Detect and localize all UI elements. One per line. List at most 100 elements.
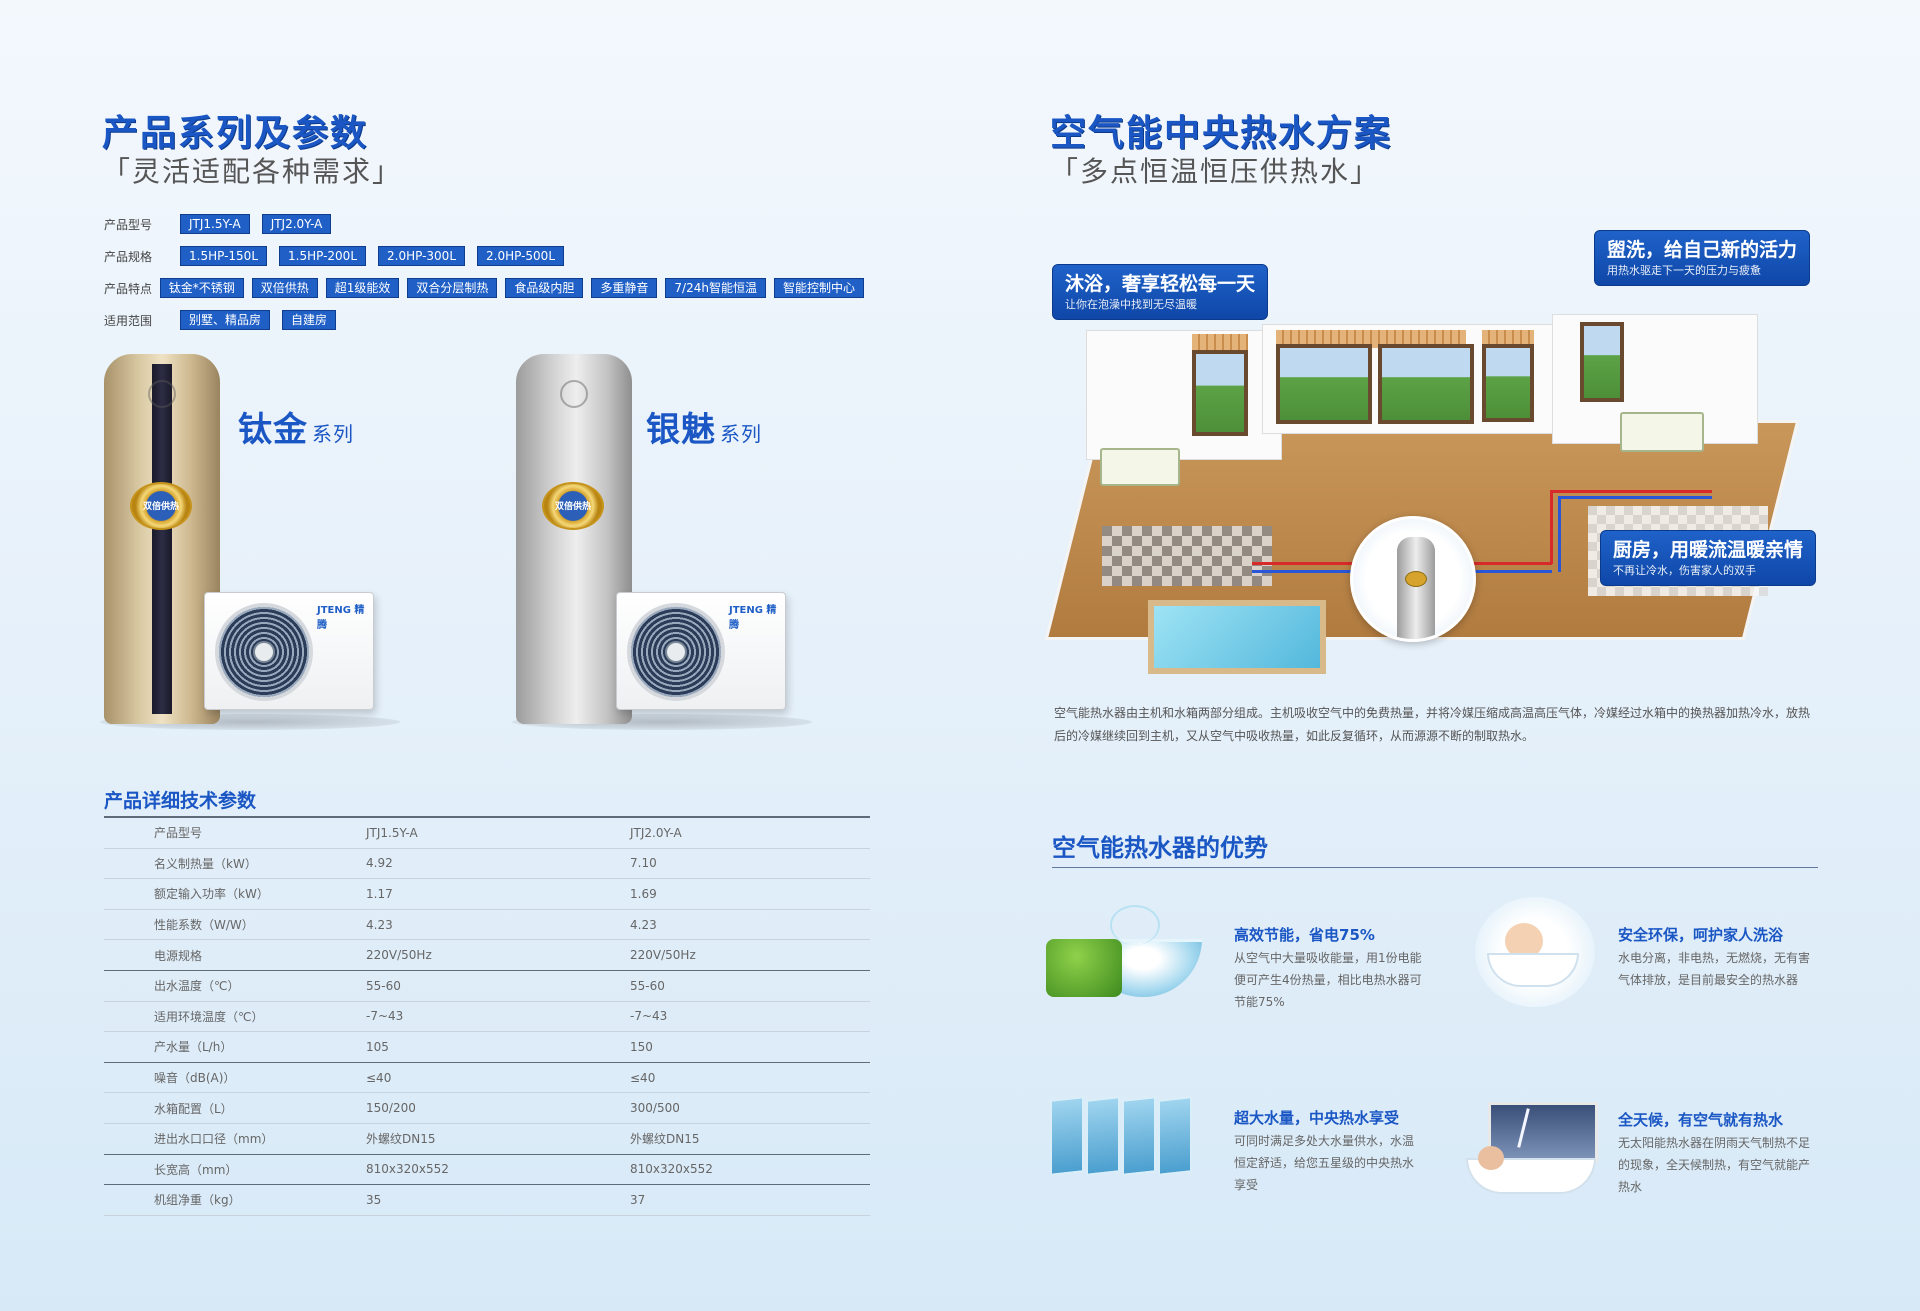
outdoor-brand-label: JTENG 精腾 [729,605,777,631]
callout-bath: 沐浴，奢享轻松每一天 让你在泡澡中找到无尽温暖 [1052,264,1268,320]
callout-title: 沐浴，奢享轻松每一天 [1065,273,1256,295]
table-value-cell: ≤40 [630,1070,656,1085]
right-page-subtitle: 「多点恒温恒压供热水」 [1050,155,1381,188]
callout-kitchen: 厨房，用暖流温暖亲情 不再让冷水，伤害家人的双手 [1600,530,1816,586]
table-param-cell: 出水温度（℃） [154,979,240,994]
series-name: 银魅 [646,410,716,450]
person [1478,1146,1504,1170]
photo-panel [1158,1096,1192,1176]
fence [1482,330,1534,348]
fence [1192,334,1248,352]
table-value-cell: 1.17 [366,886,393,901]
table-value-cell: 37 [630,1192,646,1207]
table-value-cell: 150 [630,1039,653,1054]
table-param-cell: 噪音（dB(A)） [154,1071,236,1086]
heater-zoom-circle [1350,516,1476,642]
advantage-text: 水电分离，非电热，无燃烧，无有害气体排放，是目前最安全的热水器 [1618,951,1811,987]
product-gold-series: 双倍供热 JTENG 精腾 钛金系列 [100,352,460,732]
photo-panel [1050,1096,1084,1176]
table-param-cell: 适用环境温度（℃） [154,1009,264,1024]
advantage-title: 安全环保，呵护家人洗浴 [1618,926,1784,944]
spec-chip: 钛金*不锈钢 [159,278,244,298]
spec-row-scope: 适用范围 别墅、精品房 自建房 [104,304,864,336]
advantage-text: 可同时满足多处大水量供水，水温恒定舒适，给您五星级的中央热水享受 [1234,1134,1415,1192]
table-param-cell: 产品型号 [154,826,203,841]
grass-block [1046,939,1122,997]
table-value-cell: JTJ2.0Y-A [630,825,682,840]
advantage-text: 从空气中大量吸收能量，用1份电能便可产生4份热量，相比电热水器可节能75% [1234,951,1422,1009]
shower-panels-image [1046,1096,1198,1178]
window [1580,322,1624,402]
pool [1148,600,1326,674]
product-silver-series: 双倍供热 JTENG 精腾 银魅系列 [512,352,872,732]
table-value-cell: 7.10 [630,856,657,871]
left-page-subtitle: 「灵活适配各种需求」 [102,155,403,188]
advantage-safety: 安全环保，呵护家人洗浴 水电分离，非电热，无燃烧，无有害气体排放，是目前最安全的… [1618,923,1820,991]
advantage-allweather: 全天候，有空气就有热水 无太阳能热水器在阴雨天气制热不足的现象，全天候制热，有空… [1618,1108,1818,1198]
table-value-cell: 55-60 [630,978,665,993]
advantage-title: 高效节能，省电75% [1234,926,1375,944]
table-row: 产品型号 JTJ1.5Y-A JTJ2.0Y-A [104,818,870,849]
table-value-cell: 55-60 [366,978,401,993]
outdoor-brand-label: JTENG 精腾 [317,605,365,631]
left-page-title: 产品系列及参数 [102,113,369,154]
spec-label: 产品规格 [104,249,153,264]
badge-icon [1405,571,1427,587]
table-value-cell: 1.69 [630,886,657,901]
table-value-cell: 220V/50Hz [630,948,696,963]
spec-chip: JTJ2.0Y-A [261,214,332,234]
water-splash [1110,905,1160,945]
spec-label: 产品特点 [104,281,153,296]
series-title: 银魅系列 [646,402,762,451]
bed [1100,448,1180,486]
spec-list: 产品型号 JTJ1.5Y-A JTJ2.0Y-A 产品规格 1.5HP-150L… [104,208,864,336]
table-row: 出水温度（℃） 55-60 55-60 [104,971,870,1002]
house-illustration [1044,300,1810,700]
cold-water-pipe [1558,496,1712,499]
table-value-cell: 150/200 [366,1101,416,1116]
table-value-cell: 外螺纹DN15 [366,1132,436,1147]
table-value-cell: 外螺纹DN15 [630,1132,700,1147]
fence [1276,330,1466,348]
table-param-cell: 产水量（L/h） [154,1040,233,1055]
spec-label: 适用范围 [104,313,153,328]
table-param-cell: 性能系数（W/W） [154,918,254,933]
table-value-cell: 35 [366,1192,382,1207]
spec-chip: 智能控制中心 [773,278,864,298]
callout-wash: 盥洗，给自己新的活力 用热水驱走下一天的压力与疲惫 [1594,230,1810,286]
house-wall [1086,330,1282,460]
table-row: 噪音（dB(A)）≤40≤40 [104,1063,870,1094]
table-param-cell: 水箱配置（L） [154,1101,233,1116]
advantage-text: 无太阳能热水器在阴雨天气制热不足的现象，全天候制热，有空气就能产热水 [1618,1136,1811,1194]
table-row: 水箱配置（L） 150/200 300/500 [104,1093,870,1124]
spec-chip: 食品级内胆 [505,278,584,298]
spec-row-features: 产品特点 钛金*不锈钢 双倍供热 超1级能效 双合分层制热 食品级内胆 多重静音… [104,272,864,304]
table-value-cell: 4.92 [366,856,393,871]
window [1276,344,1372,424]
table-value-cell: 220V/50Hz [366,948,432,963]
spec-chip: 7/24h智能恒温 [665,278,766,298]
bed [1620,412,1704,452]
spec-label: 产品型号 [104,217,153,232]
spec-chip: 多重静音 [591,278,658,298]
table-value-cell: 4.23 [366,917,393,932]
callout-title: 盥洗，给自己新的活力 [1607,239,1798,261]
mini-heater-tank [1397,537,1435,639]
gold-water-tank: 双倍供热 [104,354,220,724]
series-suffix: 系列 [720,422,762,446]
badge-label: 双倍供热 [142,502,179,512]
table-value-cell: 300/500 [630,1101,680,1116]
spec-chip: 双倍供热 [251,278,318,298]
table-value-cell: JTJ1.5Y-A [366,825,418,840]
storm-window [1488,1102,1598,1162]
cold-water-pipe [1558,496,1561,572]
photo-panel [1086,1096,1120,1176]
bathroom-tiles [1102,526,1272,586]
hot-water-pipe [1550,490,1553,564]
photo-panel [1122,1096,1156,1176]
